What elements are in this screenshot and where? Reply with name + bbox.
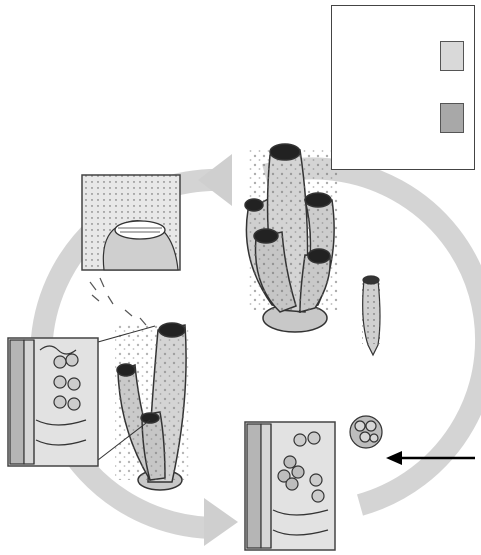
legend-swatch-dark [440, 103, 464, 133]
body-wall-section-right [245, 422, 335, 550]
juvenile-sponge-colony [115, 323, 190, 490]
adult-sponge-colony [245, 144, 338, 332]
sperm-cells [90, 278, 146, 325]
osculum-closeup-panel [82, 175, 180, 270]
cycle-arrowhead-top [198, 154, 232, 206]
free-swimming-larva [362, 276, 380, 355]
legend-box [331, 5, 475, 170]
legend-swatch-light [440, 41, 464, 71]
gemmule [350, 416, 382, 448]
cycle-arrowhead-bottom [204, 498, 238, 546]
